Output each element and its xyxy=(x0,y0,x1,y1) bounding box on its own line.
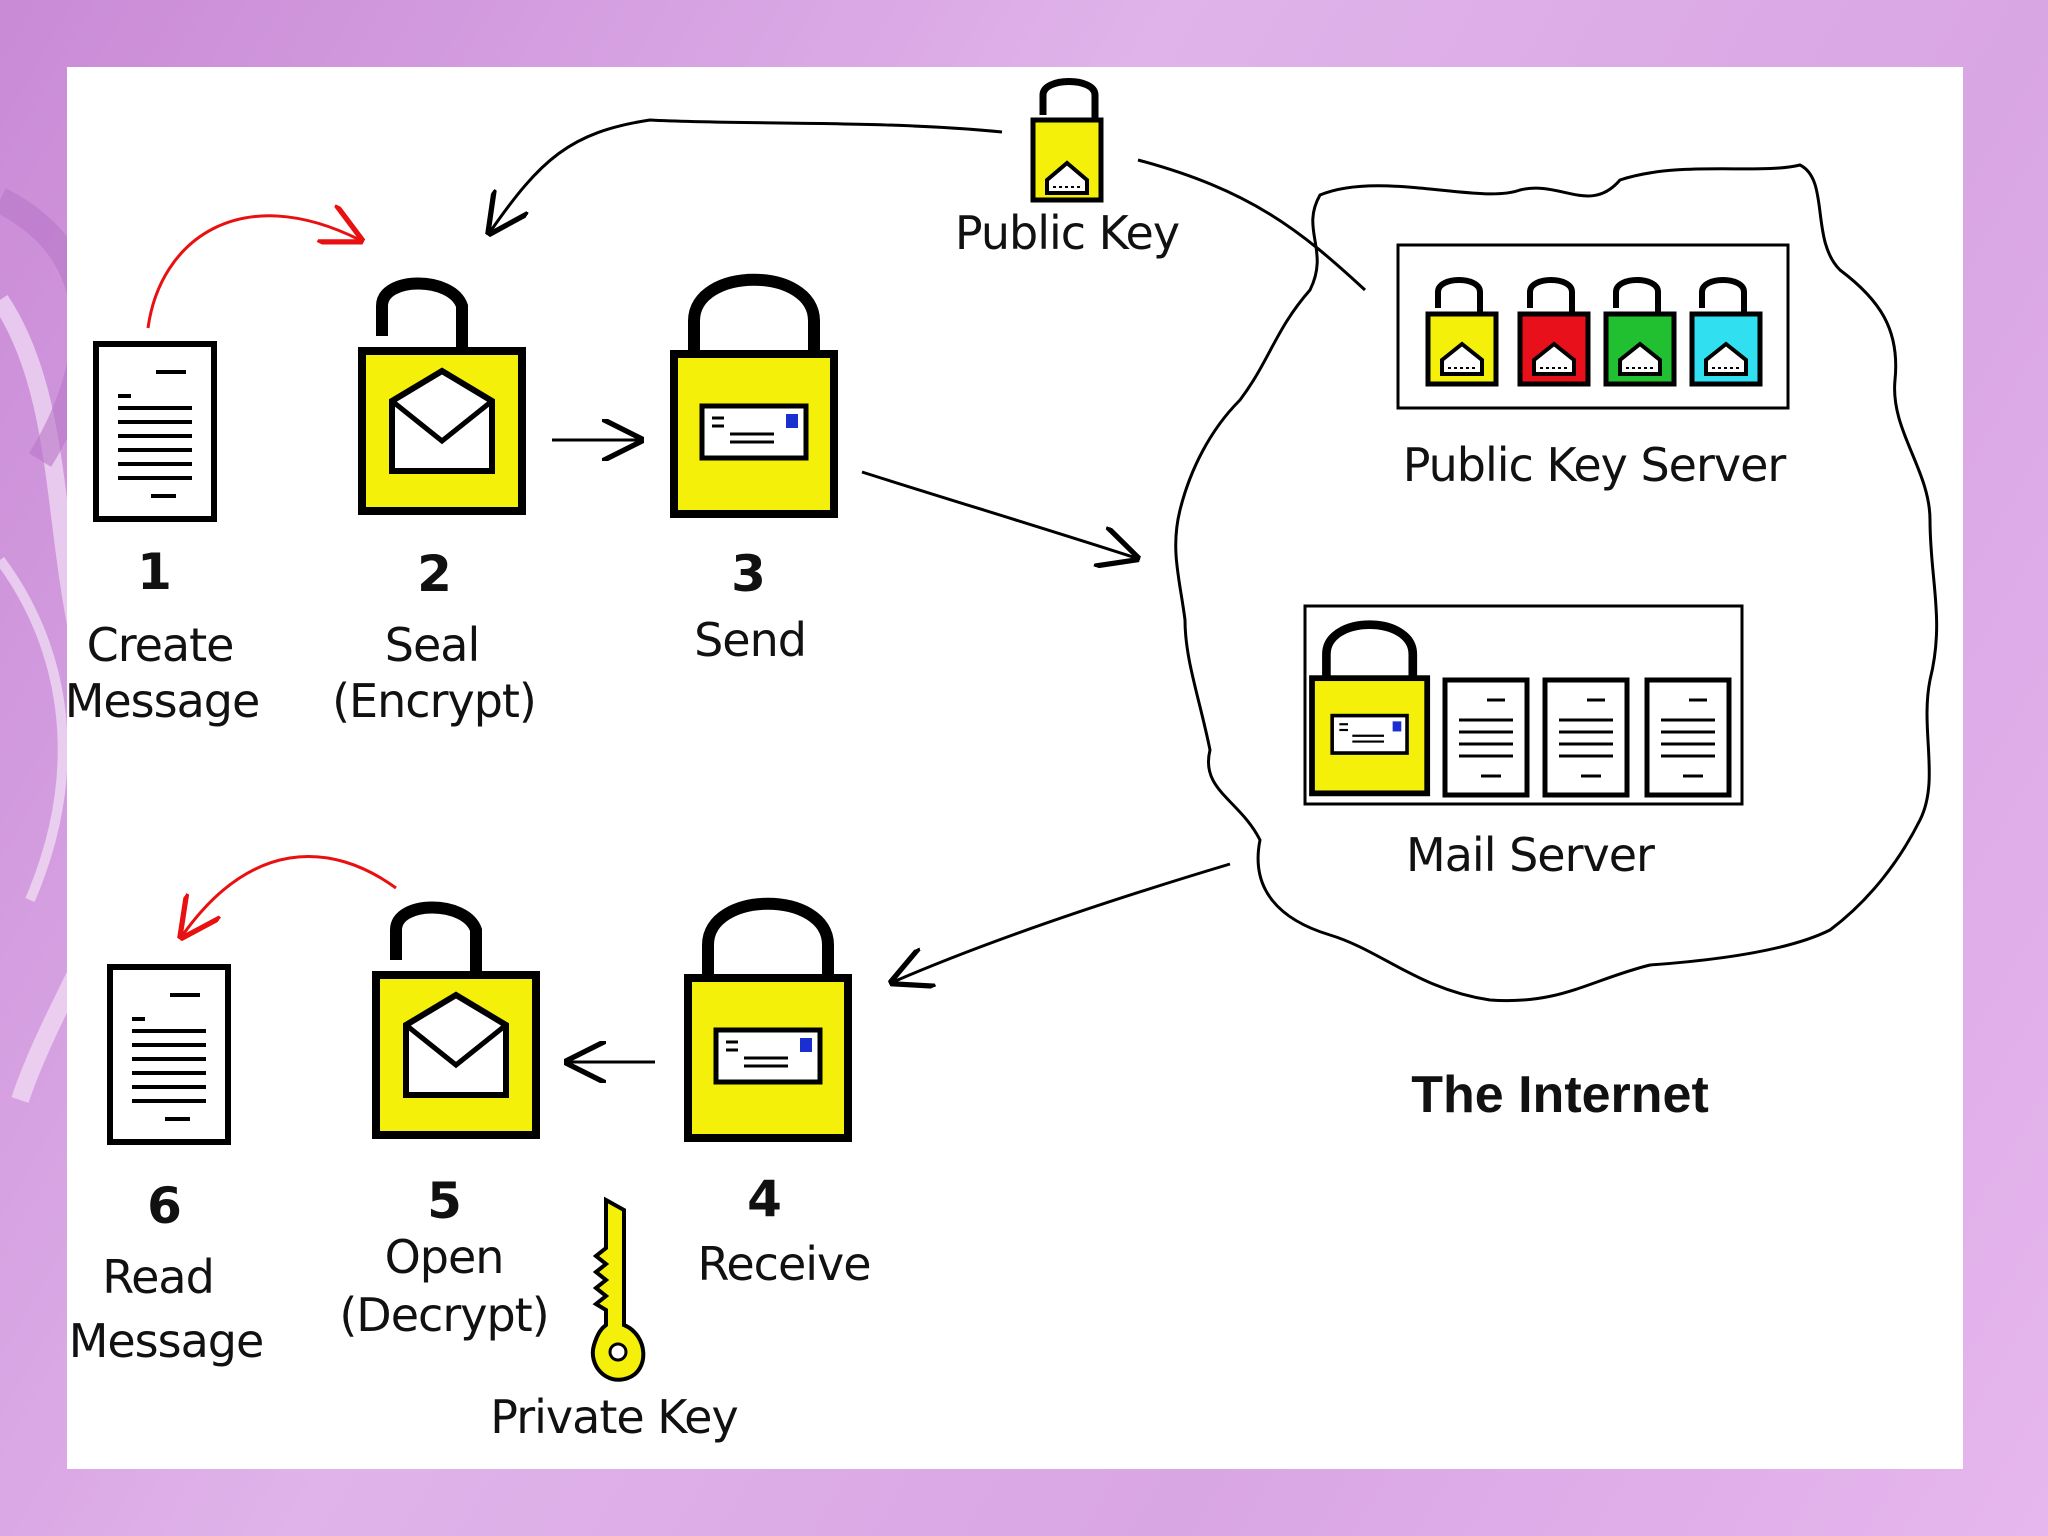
public-key-lock-icon xyxy=(1030,78,1104,203)
mail-server-label: Mail Server xyxy=(1406,828,1655,882)
arrow-internet-to-receive xyxy=(893,862,1231,982)
mail-doc-3-icon xyxy=(1647,680,1729,795)
step-4-number: 4 xyxy=(747,1170,782,1228)
create-message-doc-icon xyxy=(96,344,214,519)
step-1-number: 1 xyxy=(137,543,172,601)
public-key-server-label: Public Key Server xyxy=(1402,438,1787,492)
step-5-label-line2: (Decrypt) xyxy=(339,1288,549,1342)
seal-open-lock-icon xyxy=(362,284,522,512)
private-key-icon xyxy=(590,1196,646,1382)
step-6-number: 6 xyxy=(147,1177,182,1235)
arrow-public-key-to-seal xyxy=(490,118,1003,232)
step-2-label-line1: Seal xyxy=(384,618,480,672)
step-6-label-line2: Message xyxy=(68,1314,265,1368)
red-arrow-open-to-read xyxy=(182,854,397,936)
step-1-label-line2: Message xyxy=(64,674,261,728)
step-5-label-line1: Open xyxy=(384,1230,505,1284)
mail-doc-2-icon xyxy=(1545,680,1627,795)
red-arrow-create-to-seal xyxy=(146,216,360,329)
line-server-to-public-key xyxy=(1137,158,1367,292)
step-6-label-line1: Read xyxy=(102,1250,215,1304)
step-4-label: Receive xyxy=(697,1237,871,1291)
step-2-number: 2 xyxy=(417,545,452,603)
private-key-label: Private Key xyxy=(490,1390,738,1444)
open-lock-icon xyxy=(376,908,536,1136)
read-message-doc-icon xyxy=(110,967,228,1142)
step-1-label-line1: Create xyxy=(86,618,235,672)
mail-doc-1-icon xyxy=(1445,680,1527,795)
step-2-label-line2: (Encrypt) xyxy=(332,674,537,728)
internet-cloud xyxy=(1174,163,1939,1003)
receive-closed-lock-icon xyxy=(688,904,848,1138)
step-3-number: 3 xyxy=(731,545,766,603)
send-closed-lock-icon xyxy=(674,280,834,514)
internet-label: The Internet xyxy=(1411,1066,1709,1124)
public-key-label: Public Key xyxy=(954,206,1180,260)
arrow-send-to-internet xyxy=(861,470,1136,558)
step-5-number: 5 xyxy=(427,1172,462,1230)
step-3-label: Send xyxy=(694,613,807,667)
